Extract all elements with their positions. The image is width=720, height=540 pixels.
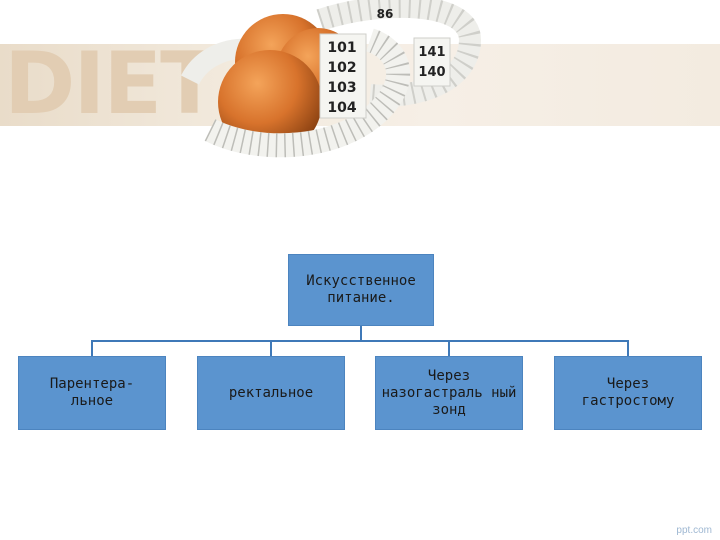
child-node-parenteral: Парентера- льное	[18, 356, 166, 430]
child-label: Через назогастраль ный зонд	[381, 367, 517, 418]
diet-logo: DIET	[4, 34, 219, 134]
tape-number: 104	[327, 100, 356, 116]
tape-number: 140	[418, 65, 445, 80]
tape-number: 102	[327, 60, 356, 76]
connector-horizontal	[91, 340, 629, 342]
tape-number: 141	[418, 45, 445, 60]
child-node-rectal: ректальное	[197, 356, 345, 430]
eggs-tape-photo: 101 102 103 104 141 140 86	[181, 0, 482, 158]
tape-number: 101	[327, 40, 356, 56]
child-node-nasogastric: Через назогастраль ный зонд	[375, 356, 523, 430]
root-label: Искусственное питание.	[306, 273, 416, 306]
child-label: ректальное	[228, 384, 314, 401]
watermark: ppt.com	[676, 525, 712, 536]
tape-number: 86	[377, 7, 394, 21]
child-label: Парентера- льное	[49, 376, 135, 409]
tape-number: 103	[327, 80, 356, 96]
connector-child-4	[627, 340, 629, 356]
connector-child-1	[91, 340, 93, 356]
child-node-gastrostomy: Через гастростому	[554, 356, 702, 430]
connector-child-2	[270, 340, 272, 356]
child-label: Через гастростому	[581, 376, 675, 409]
connector-root-down	[360, 326, 362, 341]
connector-child-3	[448, 340, 450, 356]
root-node: Искусственное питание.	[288, 254, 434, 326]
